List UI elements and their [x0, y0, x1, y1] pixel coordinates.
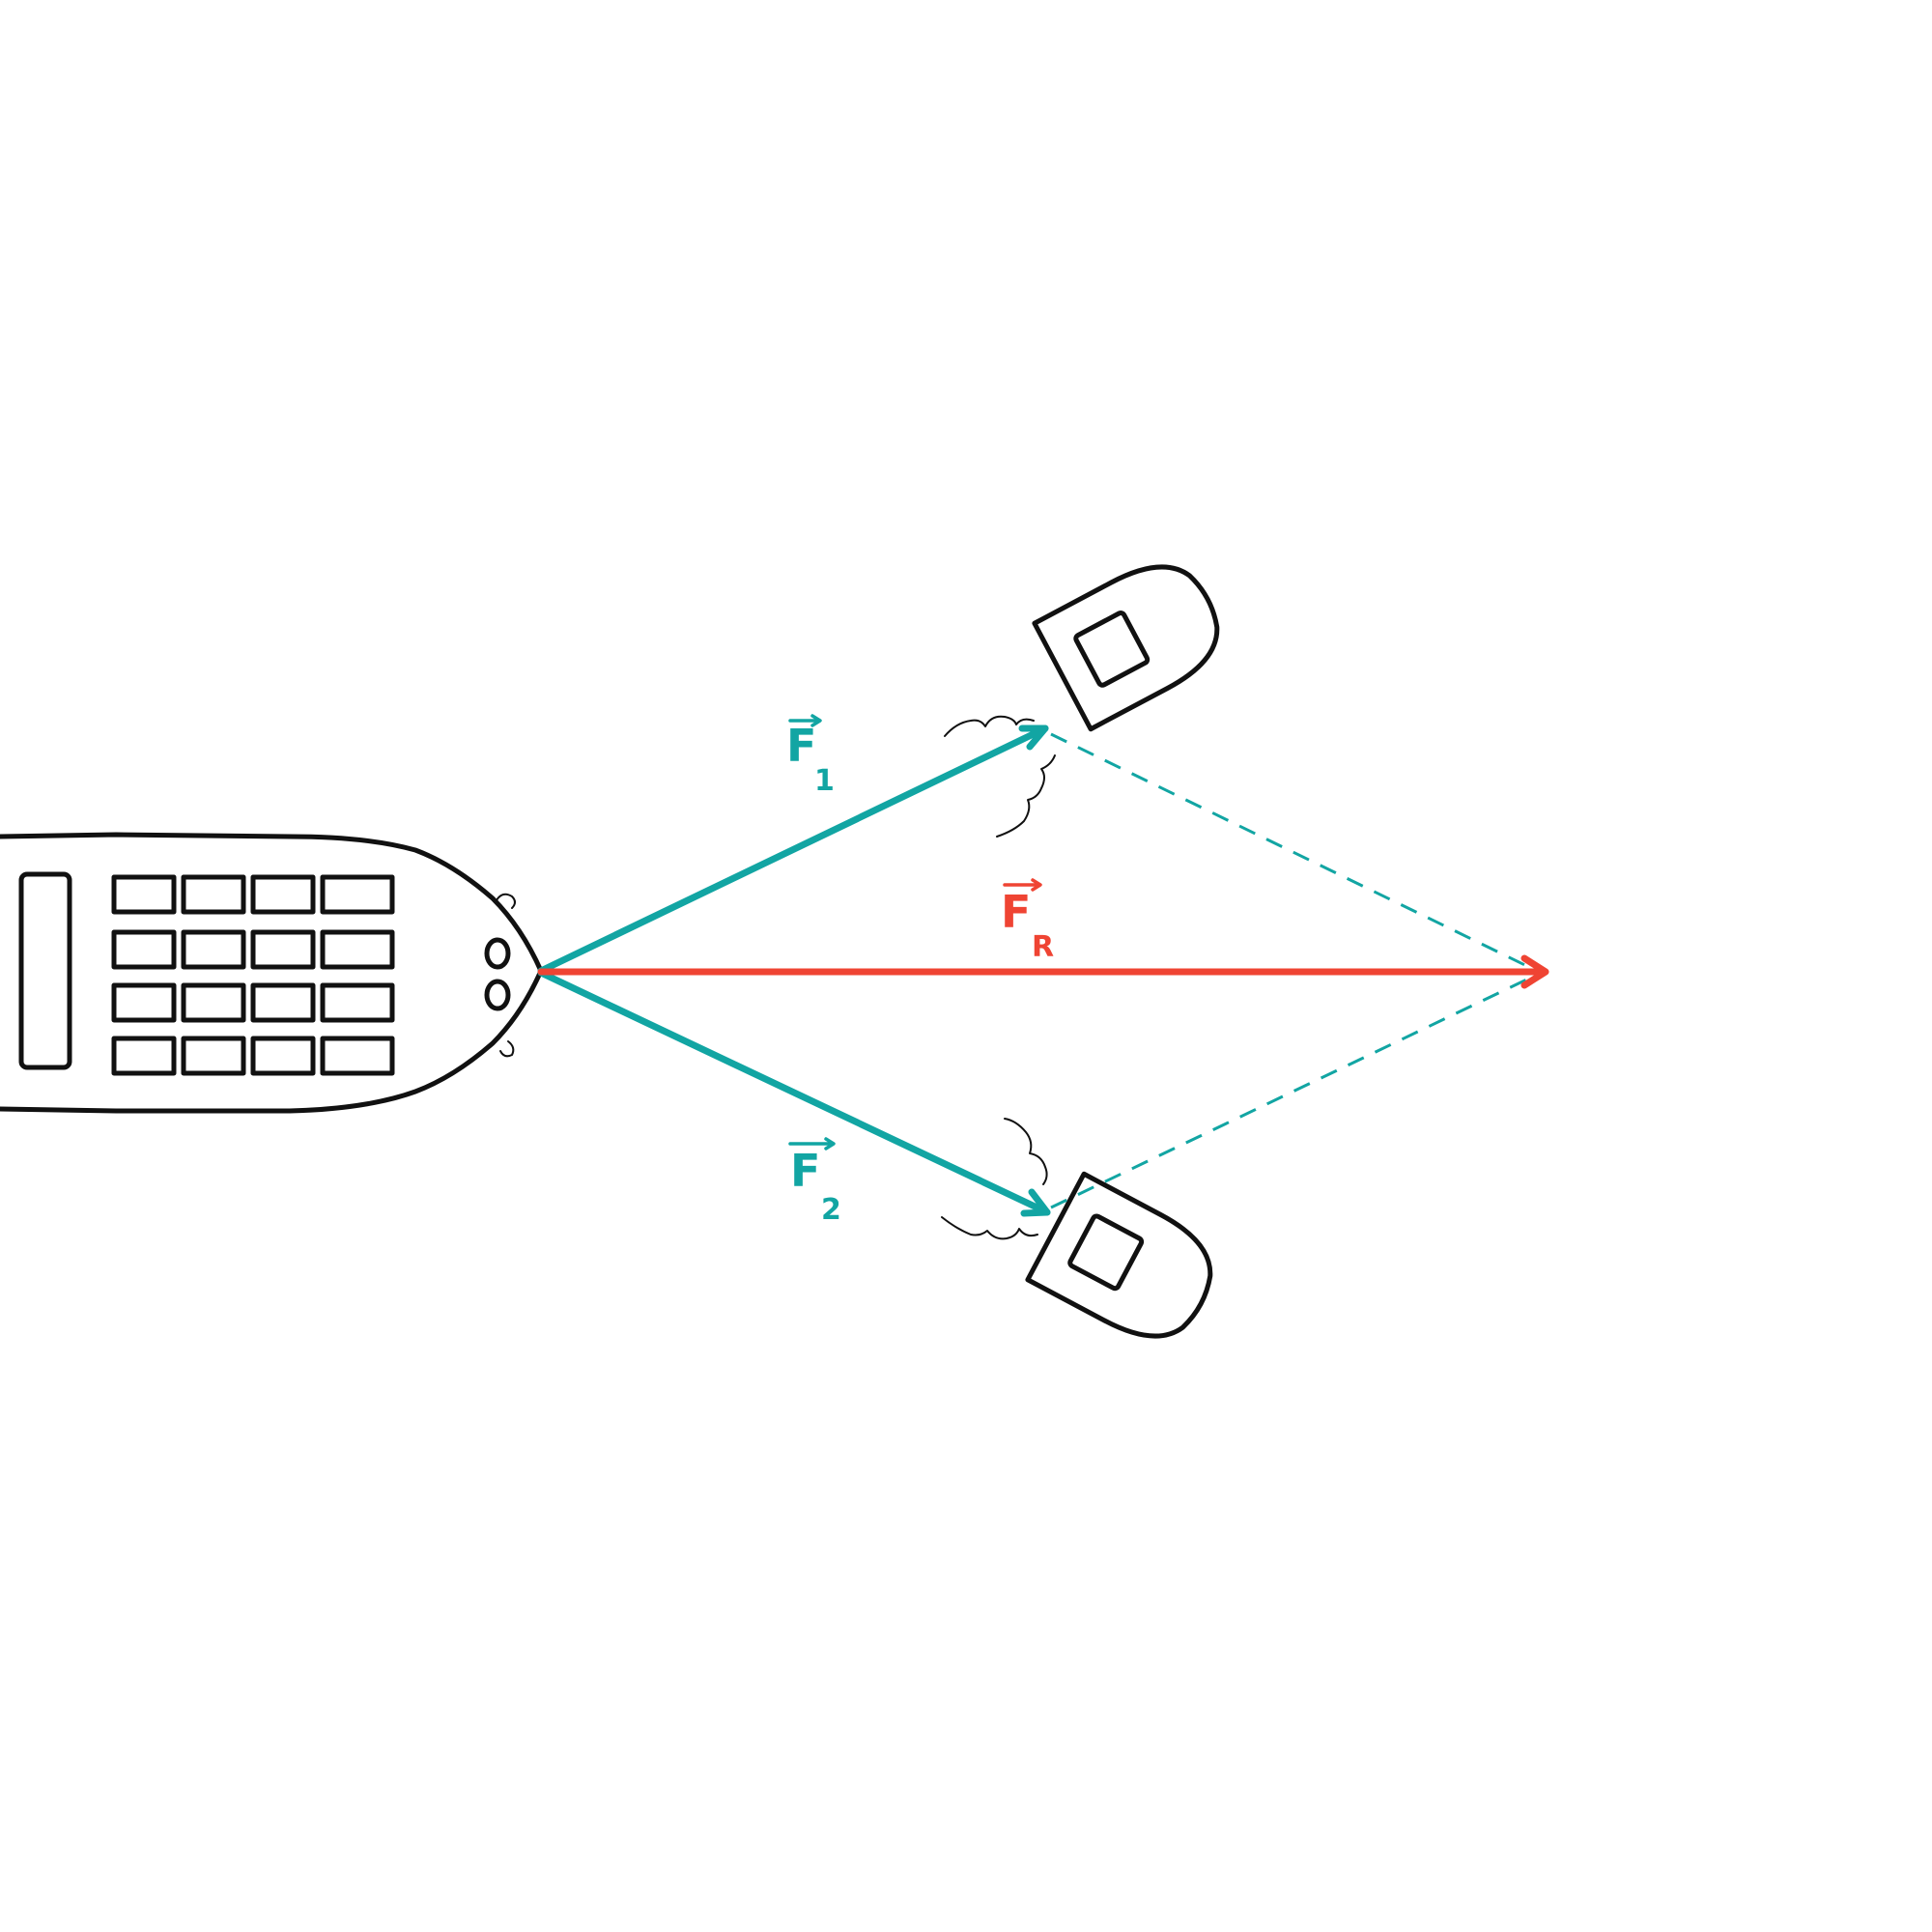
- vector-f1-head: [1018, 724, 1049, 751]
- ship-bollard-top: [484, 937, 511, 970]
- ship-container: [181, 929, 246, 970]
- label-f2: F 2: [788, 1137, 841, 1227]
- ship-bow-fender-bottom: [499, 1040, 515, 1058]
- tugboat-lower: [1025, 1171, 1213, 1339]
- vector-f2: [537, 969, 1051, 1217]
- vector-f2-head: [1020, 1188, 1051, 1217]
- guide-dashed-upper: [1050, 732, 1542, 975]
- ship-container: [250, 1036, 316, 1076]
- ship-container: [181, 1036, 246, 1076]
- ship-bow-fender-top: [496, 893, 516, 909]
- ship-container: [181, 982, 246, 1023]
- tugboat-upper-wake: [944, 715, 1056, 838]
- vector-f1: [537, 724, 1049, 975]
- label-f2-subscript: 2: [821, 1193, 841, 1227]
- label-f1: F 1: [786, 714, 835, 798]
- label-fr: F R: [1001, 878, 1054, 964]
- ship-container: [320, 929, 395, 970]
- label-f1-text: F: [786, 720, 816, 772]
- tugboat-lower-wake: [941, 1118, 1048, 1240]
- label-f1-arrow-icon: [788, 714, 822, 727]
- tugboat-lower-hull: [1025, 1171, 1213, 1339]
- guide-dashed-lower: [1050, 971, 1542, 1209]
- ship-bridge: [18, 871, 72, 1070]
- vector-fr: [537, 954, 1549, 989]
- vector-f1-shaft: [537, 724, 1049, 975]
- label-f2-text: F: [790, 1145, 820, 1197]
- tugboat-upper-cabin: [1073, 611, 1151, 688]
- tugboat-upper: [1032, 564, 1220, 732]
- label-fr-subscript: R: [1032, 930, 1054, 964]
- ship-container: [111, 982, 177, 1023]
- ship-container: [250, 982, 316, 1023]
- tugboat-lower-cabin: [1067, 1213, 1145, 1292]
- ship-container: [111, 874, 177, 915]
- tugboat-upper-hull: [1032, 564, 1220, 732]
- ship-container: [320, 874, 395, 915]
- label-fr-arrow-icon: [1003, 878, 1042, 892]
- ship-containers: [111, 874, 395, 1076]
- label-f2-arrow-icon: [788, 1137, 836, 1151]
- ship-container: [250, 929, 316, 970]
- ship-bollard-bottom: [484, 979, 511, 1011]
- ship-container: [320, 1036, 395, 1076]
- ship-container: [181, 874, 246, 915]
- label-fr-text: F: [1001, 886, 1031, 938]
- ship-container: [320, 982, 395, 1023]
- ship-container: [111, 1036, 177, 1076]
- ship: [0, 832, 544, 1114]
- vector-f2-shaft: [537, 969, 1051, 1216]
- ship-container: [250, 874, 316, 915]
- label-f1-subscript: 1: [814, 764, 835, 798]
- vector-fr-head: [1520, 954, 1549, 989]
- ship-container: [111, 929, 177, 970]
